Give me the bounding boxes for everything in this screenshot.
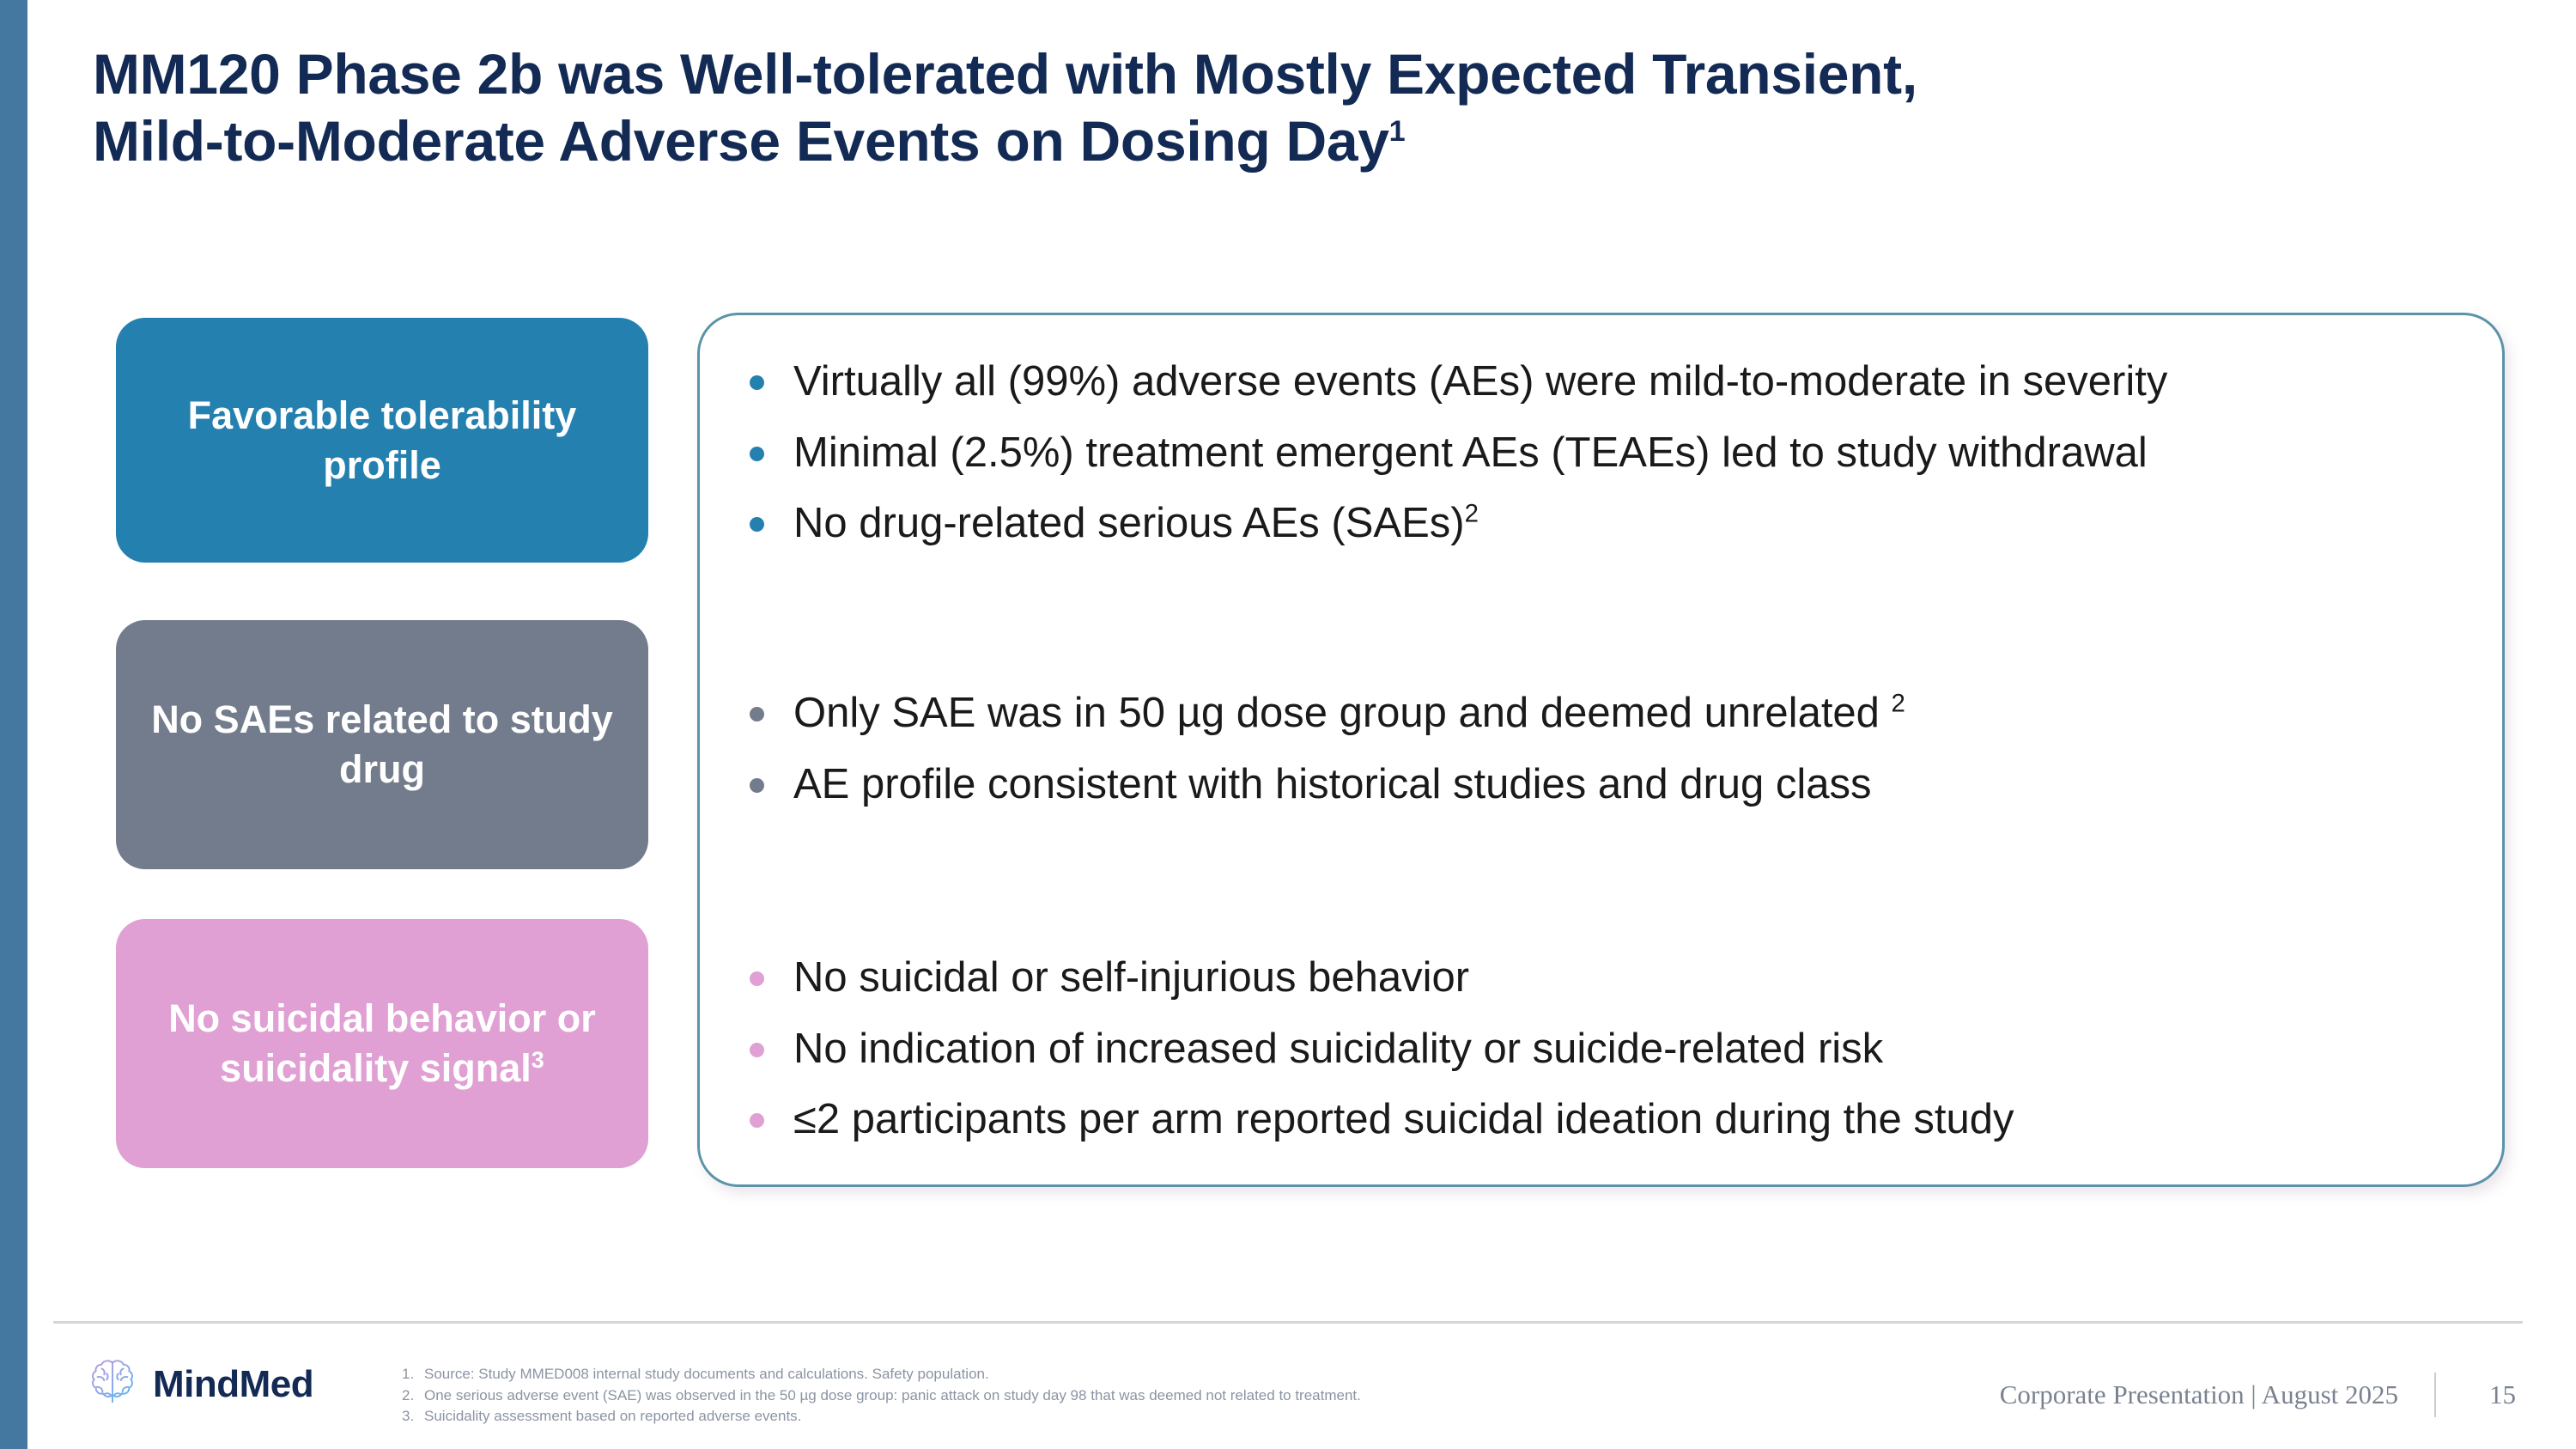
footnote-text: One serious adverse event (SAE) was obse… bbox=[424, 1386, 1361, 1403]
bullet-text-wrap: No suicidal or self-injurious behavior bbox=[793, 951, 1469, 1005]
footnote-item: 1. Source: Study MMED008 internal study … bbox=[402, 1364, 1862, 1385]
bullet-text: No suicidal or self-injurious behavior bbox=[793, 954, 1470, 1001]
bullet-dot-icon bbox=[750, 446, 764, 461]
bullet-text: Minimal (2.5%) treatment emergent AEs (T… bbox=[793, 429, 2148, 476]
bullet-text-wrap: Only SAE was in 50 µg dose group and dee… bbox=[793, 686, 1905, 740]
bullet-text-wrap: AE profile consistent with historical st… bbox=[793, 758, 1872, 812]
bullet-text: Virtually all (99%) adverse events (AEs)… bbox=[793, 358, 2168, 405]
pill-label: No SAEs related to study drug bbox=[151, 697, 613, 791]
bullet-text-wrap: No indication of increased suicidality o… bbox=[793, 1022, 1883, 1076]
bullets-panel: Virtually all (99%) adverse events (AEs)… bbox=[697, 313, 2505, 1187]
footer-right: Corporate Presentation | August 2025 15 bbox=[2000, 1373, 2523, 1417]
pill-label: No suicidal behavior or suicidality sign… bbox=[168, 996, 596, 1090]
bullet-dot-icon bbox=[750, 375, 764, 390]
footnote-text: Suicidality assessment based on reported… bbox=[424, 1408, 802, 1425]
pill-footnote-marker: 3 bbox=[531, 1047, 544, 1073]
brain-icon bbox=[86, 1355, 139, 1413]
bullet-text: No drug-related serious AEs (SAEs) bbox=[793, 500, 1465, 547]
footnote-text: Source: Study MMED008 internal study doc… bbox=[424, 1366, 989, 1382]
list-item: AE profile consistent with historical st… bbox=[750, 758, 2458, 812]
footnote-item: 2. One serious adverse event (SAE) was o… bbox=[402, 1385, 1862, 1407]
list-item: No indication of increased suicidality o… bbox=[750, 1022, 2458, 1076]
bullet-dot-icon bbox=[750, 1113, 764, 1129]
bullet-text-wrap: ≤2 participants per arm reported suicida… bbox=[793, 1093, 2014, 1147]
footer-vertical-divider bbox=[2434, 1373, 2436, 1417]
title-line-1: MM120 Phase 2b was Well-tolerated with M… bbox=[93, 42, 1917, 106]
list-item: Only SAE was in 50 µg dose group and dee… bbox=[750, 686, 2458, 740]
footnote-number: 2. bbox=[402, 1386, 415, 1403]
page-title: MM120 Phase 2b was Well-tolerated with M… bbox=[93, 41, 2523, 175]
page-number: 15 bbox=[2489, 1379, 2516, 1409]
bullet-dot-icon bbox=[750, 517, 764, 533]
title-line-2: Mild-to-Moderate Adverse Events on Dosin… bbox=[93, 108, 1389, 173]
footnote-number: 1. bbox=[402, 1366, 415, 1382]
bullet-dot-icon bbox=[750, 777, 764, 793]
footnote-number: 3. bbox=[402, 1408, 415, 1425]
pill-label-wrap: No suicidal behavior or suicidality sign… bbox=[137, 994, 628, 1093]
footnotes: 1. Source: Study MMED008 internal study … bbox=[402, 1364, 1862, 1428]
bullet-text: ≤2 participants per arm reported suicida… bbox=[793, 1096, 2014, 1143]
pill-label: Favorable tolerability profile bbox=[187, 393, 577, 487]
list-item: No suicidal or self-injurious behavior bbox=[750, 951, 2458, 1005]
logo-wordmark: MindMed bbox=[153, 1362, 314, 1405]
pill-no-saes: No SAEs related to study drug bbox=[116, 620, 648, 869]
left-accent-bar bbox=[0, 0, 27, 1449]
footnote-item: 3. Suicidality assessment based on repor… bbox=[402, 1406, 1862, 1428]
bullet-dot-icon bbox=[750, 971, 764, 986]
bullet-text-wrap: No drug-related serious AEs (SAEs)2 bbox=[793, 496, 1479, 551]
bullet-text-wrap: Virtually all (99%) adverse events (AEs)… bbox=[793, 355, 2167, 409]
bullet-text: No indication of increased suicidality o… bbox=[793, 1025, 1884, 1072]
mindmed-logo: MindMed bbox=[86, 1355, 314, 1413]
bullet-text-wrap: Minimal (2.5%) treatment emergent AEs (T… bbox=[793, 426, 2148, 480]
bullet-group-tolerability: Virtually all (99%) adverse events (AEs)… bbox=[750, 355, 2458, 568]
presentation-meta: Corporate Presentation | August 2025 bbox=[1999, 1379, 2398, 1409]
bullet-footnote-marker: 2 bbox=[1464, 500, 1479, 529]
list-item: No drug-related serious AEs (SAEs)2 bbox=[750, 496, 2458, 551]
list-item: Virtually all (99%) adverse events (AEs)… bbox=[750, 355, 2458, 409]
pill-favorable-tolerability: Favorable tolerability profile bbox=[116, 318, 648, 563]
bullet-footnote-marker: 2 bbox=[1891, 689, 1905, 718]
list-item: ≤2 participants per arm reported suicida… bbox=[750, 1093, 2458, 1147]
footer-divider-rule bbox=[53, 1321, 2523, 1324]
list-item: Minimal (2.5%) treatment emergent AEs (T… bbox=[750, 426, 2458, 480]
pill-no-suicidality: No suicidal behavior or suicidality sign… bbox=[116, 919, 648, 1168]
bullet-group-suicidality: No suicidal or self-injurious behavior N… bbox=[750, 951, 2458, 1164]
bullet-text: AE profile consistent with historical st… bbox=[793, 760, 1872, 807]
bullet-group-saes: Only SAE was in 50 µg dose group and dee… bbox=[750, 686, 2458, 828]
title-footnote-marker: 1 bbox=[1388, 114, 1406, 148]
bullet-text: Only SAE was in 50 µg dose group and dee… bbox=[793, 690, 1892, 736]
bullet-dot-icon bbox=[750, 707, 764, 721]
bullet-dot-icon bbox=[750, 1042, 764, 1057]
